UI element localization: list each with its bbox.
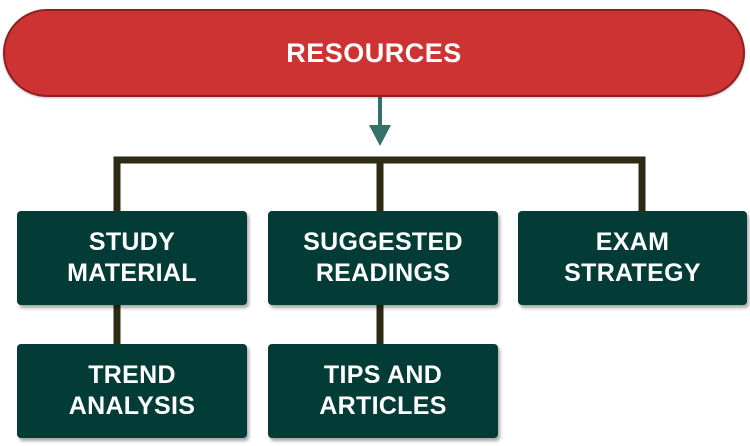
node-study-material: STUDY MATERIAL xyxy=(17,211,247,305)
node-tips-and-articles: TIPS AND ARTICLES xyxy=(268,344,498,438)
node-resources-label: RESOURCES xyxy=(286,37,462,68)
root-arrow-head xyxy=(369,125,391,146)
node-trend-analysis: TREND ANALYSIS xyxy=(17,344,247,438)
node-suggested-readings-label: SUGGESTED READINGS xyxy=(303,228,463,287)
node-trend-analysis-label: TREND ANALYSIS xyxy=(68,361,196,420)
node-tips-and-articles-label: TIPS AND ARTICLES xyxy=(319,361,447,420)
node-exam-strategy: EXAM STRATEGY xyxy=(518,211,747,305)
node-exam-strategy-label: EXAM STRATEGY xyxy=(564,228,701,287)
node-study-material-label: STUDY MATERIAL xyxy=(67,228,197,287)
node-suggested-readings: SUGGESTED READINGS xyxy=(268,211,498,305)
node-resources: RESOURCES xyxy=(3,9,745,97)
